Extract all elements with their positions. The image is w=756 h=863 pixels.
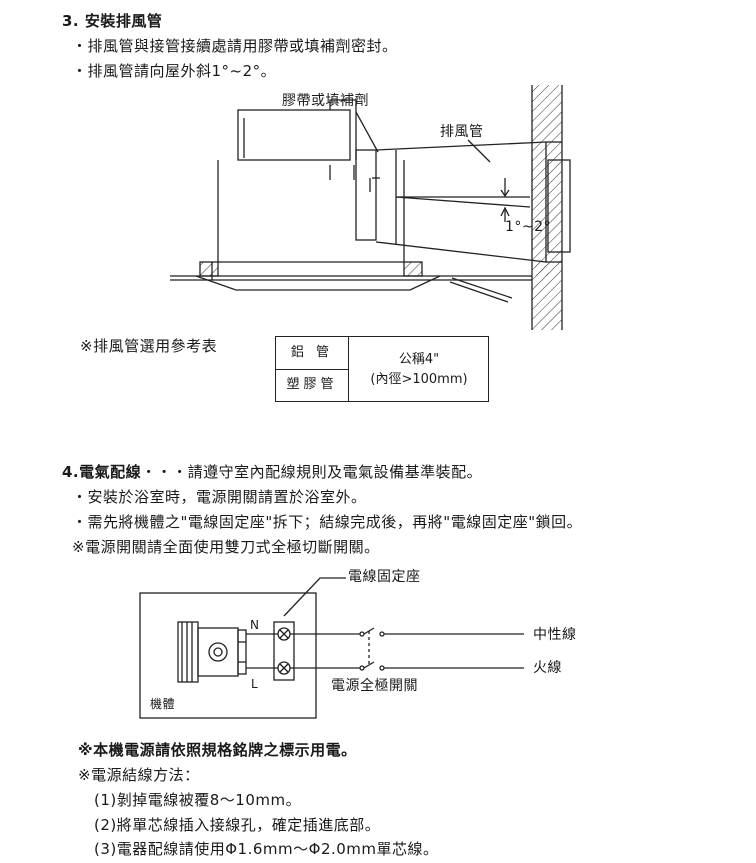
- section3-bullet-slope: ・排風管請向屋外斜1°~2°。: [72, 62, 277, 80]
- section3-bullet-seal: ・排風管與接管接續處請用膠帶或填補劑密封。: [72, 37, 398, 55]
- section4-heading-title: 4.電氣配線: [62, 463, 142, 481]
- live-wire-label: 火線: [533, 660, 562, 676]
- section4-note-switch: ※電源開關請全面使用雙刀式全極切斷開關。: [72, 538, 380, 556]
- wiring-step-2: (2)將單芯線插入接線孔，確定插進底部。: [94, 816, 381, 834]
- spec-inner-diameter: (內徑>100mm): [370, 372, 468, 387]
- section4-bullet-switch-location: ・安裝於浴室時，電源開關請置於浴室外。: [72, 488, 367, 506]
- spec-nominal: 公稱4": [398, 352, 440, 367]
- material-plastic: 塑膠管: [276, 369, 349, 401]
- wiring-step-3: (3)電器配線請使用Φ1.6mm～Φ2.0mm單芯線。: [94, 840, 439, 858]
- section4-heading: 4.電氣配線・・・請遵守室內配線規則及電氣設備基準裝配。: [62, 463, 482, 481]
- tape-or-filler-label: 膠帶或填補劑: [282, 93, 369, 109]
- terminal-fixing-seat-label: 電線固定座: [348, 569, 421, 585]
- neutral-terminal-n-label: N: [250, 618, 260, 632]
- power-switch-label: 電源全極開關: [331, 678, 418, 694]
- power-rating-note: ※本機電源請依照規格銘牌之標示用電。: [78, 741, 357, 759]
- live-terminal-l-label: L: [251, 677, 259, 691]
- material-aluminum: 鋁 管: [276, 337, 349, 370]
- duct-reference-table-caption: ※排風管選用參考表: [80, 337, 218, 355]
- section4-bullet-terminal: ・需先將機體之"電線固定座"拆下；結線完成後，再將"電線固定座"鎖回。: [72, 513, 583, 531]
- unit-body-label: 機體: [150, 697, 176, 711]
- slope-angle-label: 1°~2°: [505, 219, 552, 235]
- duct-reference-table: 鋁 管 塑膠管 公稱4" (內徑>100mm): [275, 336, 489, 402]
- neutral-wire-label: 中性線: [533, 627, 577, 643]
- wiring-step-1: (1)剝掉電線被覆8～10mm。: [94, 791, 302, 809]
- section3-heading: 3. 安裝排風管: [62, 12, 163, 30]
- wiring-method-title: ※電源結線方法：: [78, 766, 200, 784]
- exhaust-duct-label: 排風管: [440, 124, 484, 140]
- section4-heading-rest: ・・・請遵守室內配線規則及電氣設備基準裝配。: [141, 463, 483, 481]
